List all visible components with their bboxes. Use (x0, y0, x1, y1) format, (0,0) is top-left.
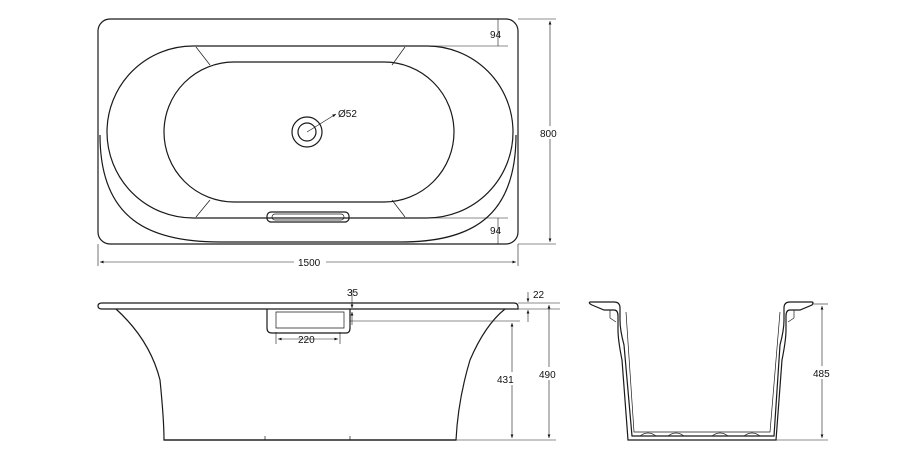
dimension-width: 1500 (97, 244, 519, 269)
dimension-overflow-height: 35 (347, 288, 359, 325)
dimension-rim-top: 94 (420, 19, 508, 47)
side-view-body (115, 308, 506, 441)
rim-bottom-label: 94 (490, 226, 502, 237)
inner-height-label: 431 (497, 375, 514, 386)
top-view-skirt (99, 134, 517, 243)
end-view-feet (639, 432, 761, 437)
height-label: 800 (540, 129, 557, 140)
dimension-total-height: 490 (520, 305, 561, 441)
end-view-outer (588, 301, 814, 441)
dimension-rim-bottom: 94 (420, 217, 508, 244)
rim-label: 22 (533, 290, 545, 301)
dimension-overflow-width: 220 (275, 332, 341, 346)
top-view-rim (106, 45, 514, 219)
overflow-slot (266, 309, 351, 334)
headrest-seams (195, 46, 406, 218)
end-height-label: 485 (813, 369, 830, 380)
overflow-handle (266, 211, 350, 223)
top-view-basin (163, 61, 455, 203)
side-view: 35 220 22 431 (97, 288, 561, 441)
dimension-inner-height: 431 (350, 320, 520, 441)
drain: Ø52 (291, 109, 357, 148)
dimension-height: 800 (518, 18, 562, 245)
drain-label: Ø52 (338, 109, 357, 120)
overflow-height-label: 35 (347, 288, 359, 299)
end-view: 485 (588, 301, 836, 441)
total-height-label: 490 (539, 370, 556, 381)
dimension-rim: 22 (518, 290, 560, 322)
rim-top-label: 94 (490, 30, 502, 41)
width-label: 1500 (298, 258, 321, 269)
top-view-outline (97, 18, 519, 245)
end-view-inner (625, 311, 781, 433)
top-view: Ø52 1500 800 94 (97, 18, 562, 269)
dimension-end-height: 485 (776, 303, 836, 441)
overflow-width-label: 220 (298, 335, 315, 346)
side-view-rim (97, 302, 519, 310)
